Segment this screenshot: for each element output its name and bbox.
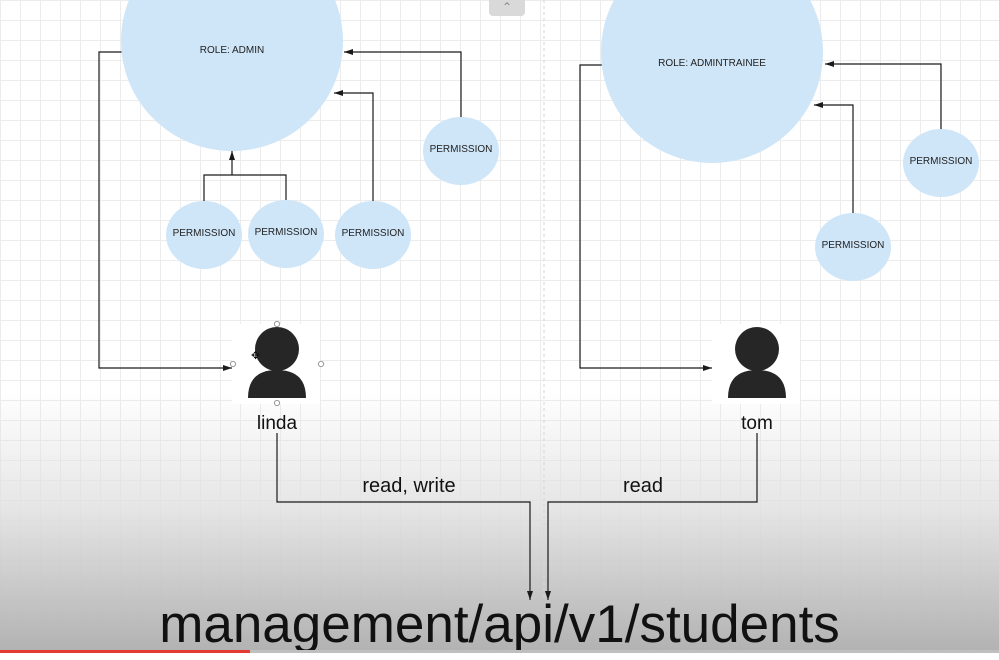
permission-label: PERMISSION [173,228,236,239]
edge-permission-to-admintrainee [825,61,942,130]
user-icon [255,327,299,371]
permission-label: PERMISSION [910,156,973,167]
move-cursor-icon: ✥ [251,350,260,362]
edge-permission-to-admin [334,90,374,202]
permission-label: PERMISSION [342,228,405,239]
edge-permission-to-admintrainee [814,102,854,214]
permission-node[interactable]: PERMISSION [423,117,499,185]
edge-admin-to-linda [98,51,232,371]
video-progress-bar[interactable] [0,650,999,653]
permission-label: PERMISSION [255,227,318,238]
edge-tom-to-endpoint [545,433,758,600]
edge-label-linda-access: read, write [362,475,455,497]
edge-permission-to-admin [344,49,462,118]
permission-node[interactable]: PERMISSION [335,201,411,269]
resize-handle[interactable] [273,399,281,407]
permission-label: PERMISSION [822,240,885,251]
resize-handle[interactable] [273,320,281,328]
role-node-admintrainee[interactable]: ROLE: ADMINTRAINEE [601,0,823,163]
edge-linda-to-endpoint [276,433,533,600]
user-node-tom[interactable]: tom [712,324,800,434]
role-label: ROLE: ADMIN [200,45,264,56]
permission-node[interactable]: PERMISSION [903,129,979,197]
collapse-handle-icon[interactable]: ⌃ [489,0,525,16]
permission-node[interactable]: PERMISSION [815,213,891,281]
edge-admintrainee-to-tom [579,64,712,371]
connectors [98,49,942,600]
user-name: tom [741,413,773,434]
permission-node[interactable]: PERMISSION [166,201,242,269]
edge-permission-pair [203,174,287,202]
video-progress-fill [0,650,250,653]
role-label: ROLE: ADMINTRAINEE [658,58,766,69]
user-node-linda[interactable]: ✥ linda [229,320,325,434]
resize-handle[interactable] [229,360,237,368]
user-icon [735,327,779,371]
role-node-admin[interactable]: ROLE: ADMIN [121,0,343,151]
user-icon [728,370,786,398]
permission-label: PERMISSION [430,144,493,155]
user-name: linda [257,413,298,434]
permission-node[interactable]: PERMISSION [248,200,324,268]
user-icon [248,370,306,398]
resize-handle[interactable] [317,360,325,368]
edge-label-tom-access: read [623,475,663,497]
endpoint-label: management/api/v1/students [159,595,840,654]
